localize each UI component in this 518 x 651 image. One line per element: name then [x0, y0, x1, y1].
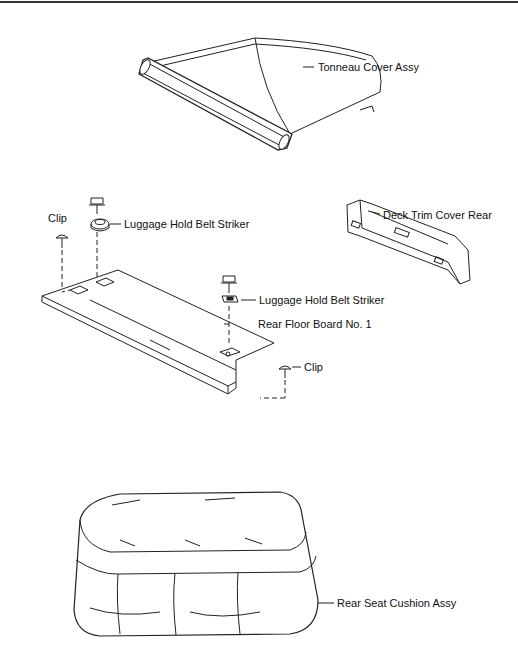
- clip-right: [260, 366, 301, 398]
- part-name: Tonneau Cover Assy: [318, 61, 419, 74]
- rear-seat-cushion: [74, 492, 334, 636]
- striker-left: [91, 219, 121, 231]
- part-name: Clip: [48, 212, 67, 225]
- part-name: Clip: [304, 361, 323, 374]
- part-name: Rear Seat Cushion Assy: [337, 597, 456, 610]
- part-name: Luggage Hold Belt Striker: [124, 218, 249, 231]
- part-name: Rear Floor Board No. 1: [258, 318, 372, 331]
- striker-right: [222, 296, 256, 302]
- part-name: Luggage Hold Belt Striker: [259, 294, 384, 307]
- part-name: Deck Trim Cover Rear: [383, 209, 492, 222]
- rear-floor-board: [42, 270, 274, 394]
- clip-left: [56, 235, 68, 292]
- tonneau-cover: [138, 38, 381, 151]
- bolt-right: [221, 276, 237, 346]
